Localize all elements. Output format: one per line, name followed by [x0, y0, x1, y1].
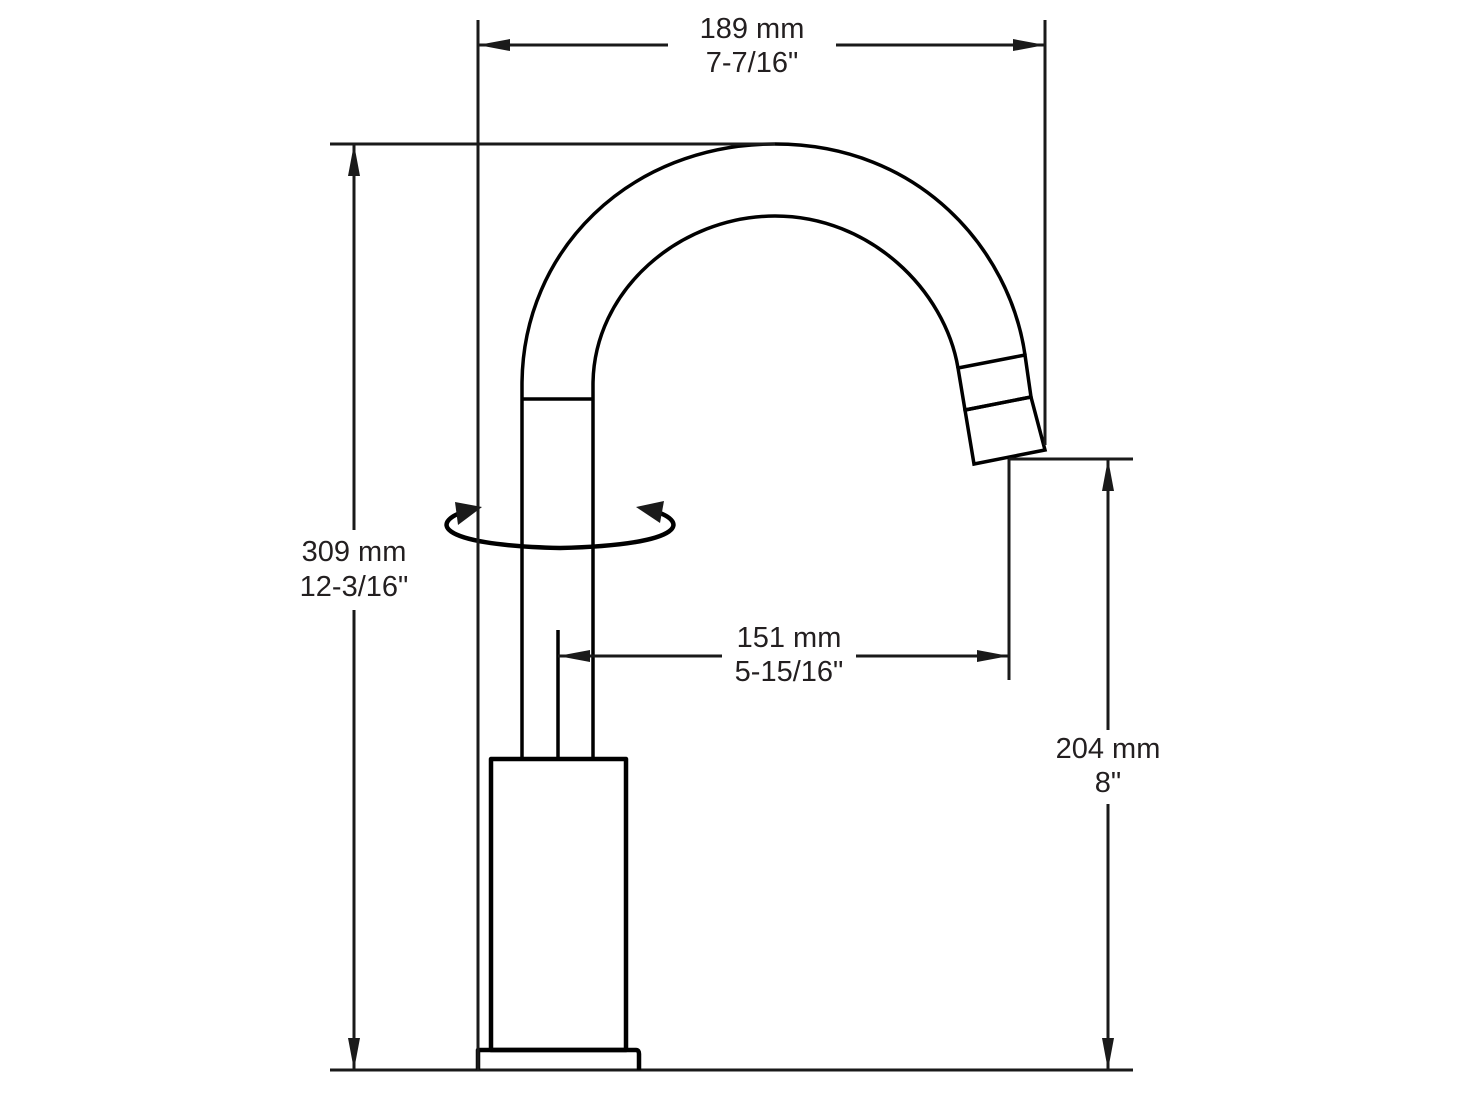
spout-height-mm: 204 mm: [1056, 733, 1161, 765]
spout-reach-mm: 151 mm: [737, 622, 842, 654]
dimension-overall-reach: 189 mm 7-7/16": [476, 10, 1047, 1070]
faucet-body: [475, 142, 1048, 1070]
overall-reach-inch: 7-7/16": [706, 47, 799, 79]
dimension-spout-reach: 151 mm 5-15/16": [558, 459, 1011, 692]
aerator-upper: [955, 352, 1033, 413]
aerator-lower: [962, 394, 1048, 467]
swivel-rotation-icon: [444, 501, 676, 551]
overall-reach-mm: 189 mm: [700, 13, 805, 45]
spout-outer-arc: [520, 142, 1027, 399]
overall-height-mm: 309 mm: [302, 536, 407, 568]
base-plate: [475, 1047, 642, 1070]
spout-reach-inch: 5-15/16": [735, 656, 844, 688]
overall-height-inch: 12-3/16": [300, 571, 409, 603]
dimension-spout-height: 204 mm 8": [1009, 457, 1170, 1070]
base-cylinder: [488, 756, 629, 1053]
dimension-overall-height: 309 mm 12-3/16": [290, 142, 775, 1070]
spout-height-inch: 8": [1095, 767, 1121, 799]
spout-inner-arc: [591, 214, 960, 399]
